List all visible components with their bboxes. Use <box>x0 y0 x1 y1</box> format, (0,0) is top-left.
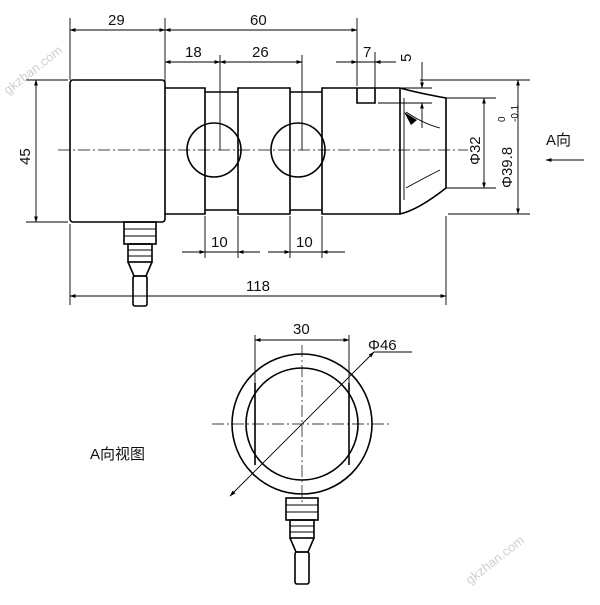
tol-lower: -0.1 <box>510 104 521 122</box>
cable <box>132 275 148 307</box>
nose-mark <box>404 112 417 125</box>
connector-nut <box>123 221 157 245</box>
a-view: 30 Φ46 A向视图 <box>90 321 412 585</box>
a-view-connector-taper <box>289 537 315 553</box>
dim-line-phi46 <box>229 351 375 497</box>
connector-body <box>127 243 153 263</box>
dim-phi46: Φ46 <box>368 337 397 354</box>
view-caption: A向视图 <box>90 446 145 463</box>
nose-cone <box>399 87 447 215</box>
front-view: 29 60 18 26 7 5 45 Φ32 Φ39.8 <box>17 12 584 307</box>
dim-29: 29 <box>108 12 125 29</box>
a-view-cable <box>294 551 310 585</box>
body-outline <box>165 87 400 215</box>
dim-phi39: Φ39.8 <box>499 147 516 188</box>
cable-connector <box>123 221 157 307</box>
dim-26: 26 <box>252 44 269 61</box>
watermark-left: gkzhan.com <box>1 42 65 97</box>
dim-45: 45 <box>17 148 34 165</box>
dim-30: 30 <box>293 321 310 338</box>
connector-taper <box>127 261 153 277</box>
nose-chamfer <box>403 98 441 200</box>
dim-18: 18 <box>185 44 202 61</box>
dim-5: 5 <box>398 54 415 62</box>
dim-phi32: Φ32 <box>467 136 484 165</box>
a-view-connector-body <box>289 519 315 539</box>
pin-hole-2 <box>270 122 326 178</box>
watermark-right: gkzhan.com <box>463 532 527 587</box>
dim-118: 118 <box>246 278 270 295</box>
dim-10-right: 10 <box>296 234 313 251</box>
pin-hole-1 <box>186 122 242 178</box>
key-slot <box>356 88 376 104</box>
dim-10-left: 10 <box>211 234 228 251</box>
head-cylinder <box>69 79 166 223</box>
view-direction-label: A向 <box>546 132 571 149</box>
a-view-connector <box>285 497 319 585</box>
dim-7: 7 <box>363 44 371 61</box>
tol-upper: 0 <box>497 116 508 122</box>
dim-60: 60 <box>250 12 267 29</box>
